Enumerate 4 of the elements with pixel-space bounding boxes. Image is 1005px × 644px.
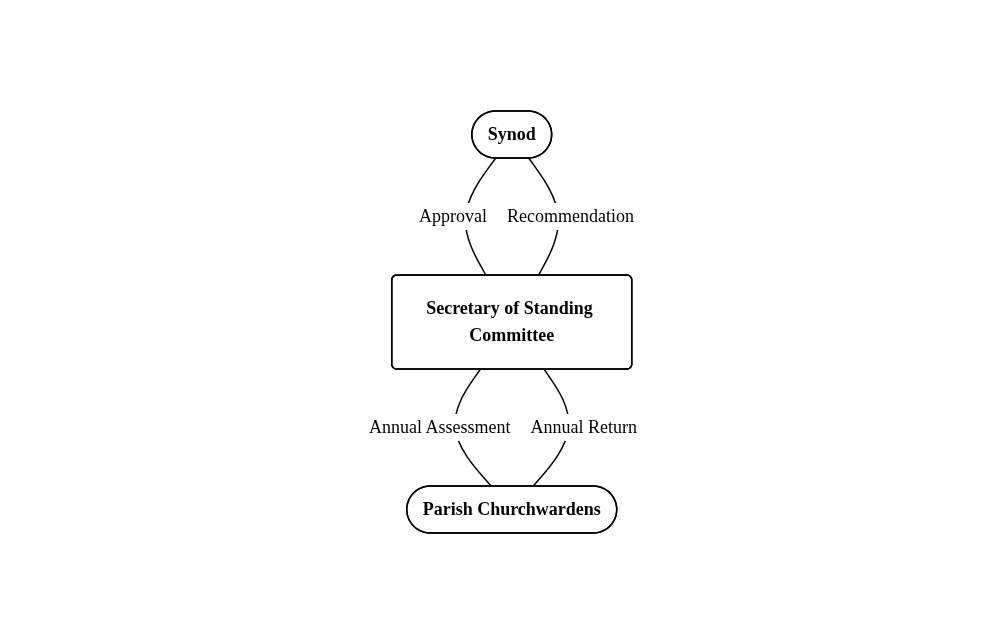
edge-label: Recommendation bbox=[506, 206, 634, 226]
edge-label: Approval bbox=[418, 206, 487, 226]
edge-label: Annual Return bbox=[530, 417, 637, 437]
edge-label: Annual Assessment bbox=[368, 417, 510, 437]
